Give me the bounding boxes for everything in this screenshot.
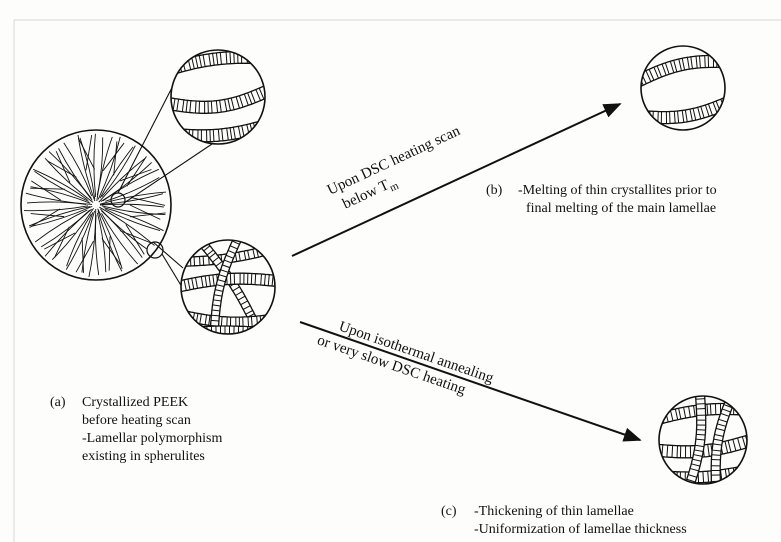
magnified-lamellae-icon (658, 395, 748, 485)
arrow-icon (299, 321, 642, 442)
panel-a-line: Crystallized PEEK (82, 395, 188, 410)
panel-a-caption: (a) Crystallized PEEK before heating sca… (50, 395, 222, 464)
arrow-icon (291, 103, 622, 257)
panel-b-line: -Melting of thin crystallites prior to (518, 183, 717, 198)
magnified-lamellae-icon (640, 45, 726, 131)
panel-c-line: -Thickening of thin lamellae (474, 504, 634, 519)
panel-a-line: existing in spherulites (82, 449, 205, 464)
magnified-lamellae-icon (180, 239, 276, 335)
magnified-lamellae-icon (170, 49, 266, 145)
panel-b-caption: (b) -Melting of thin crystallites prior … (486, 183, 717, 216)
panel-c-marker: (c) (441, 504, 457, 519)
panel-a-line: before heating scan (82, 413, 191, 428)
panel-a-line: -Lamellar polymorphism (82, 431, 222, 446)
panel-c-caption: (c) -Thickening of thin lamellae -Unifor… (441, 504, 687, 537)
spherulite-icon (20, 129, 172, 281)
panel-c-line: -Uniformization of lamellae thickness (474, 522, 687, 537)
panel-b-marker: (b) (486, 183, 503, 198)
panel-b-line: final melting of the main lamellae (526, 201, 716, 216)
panel-a-marker: (a) (50, 395, 66, 410)
